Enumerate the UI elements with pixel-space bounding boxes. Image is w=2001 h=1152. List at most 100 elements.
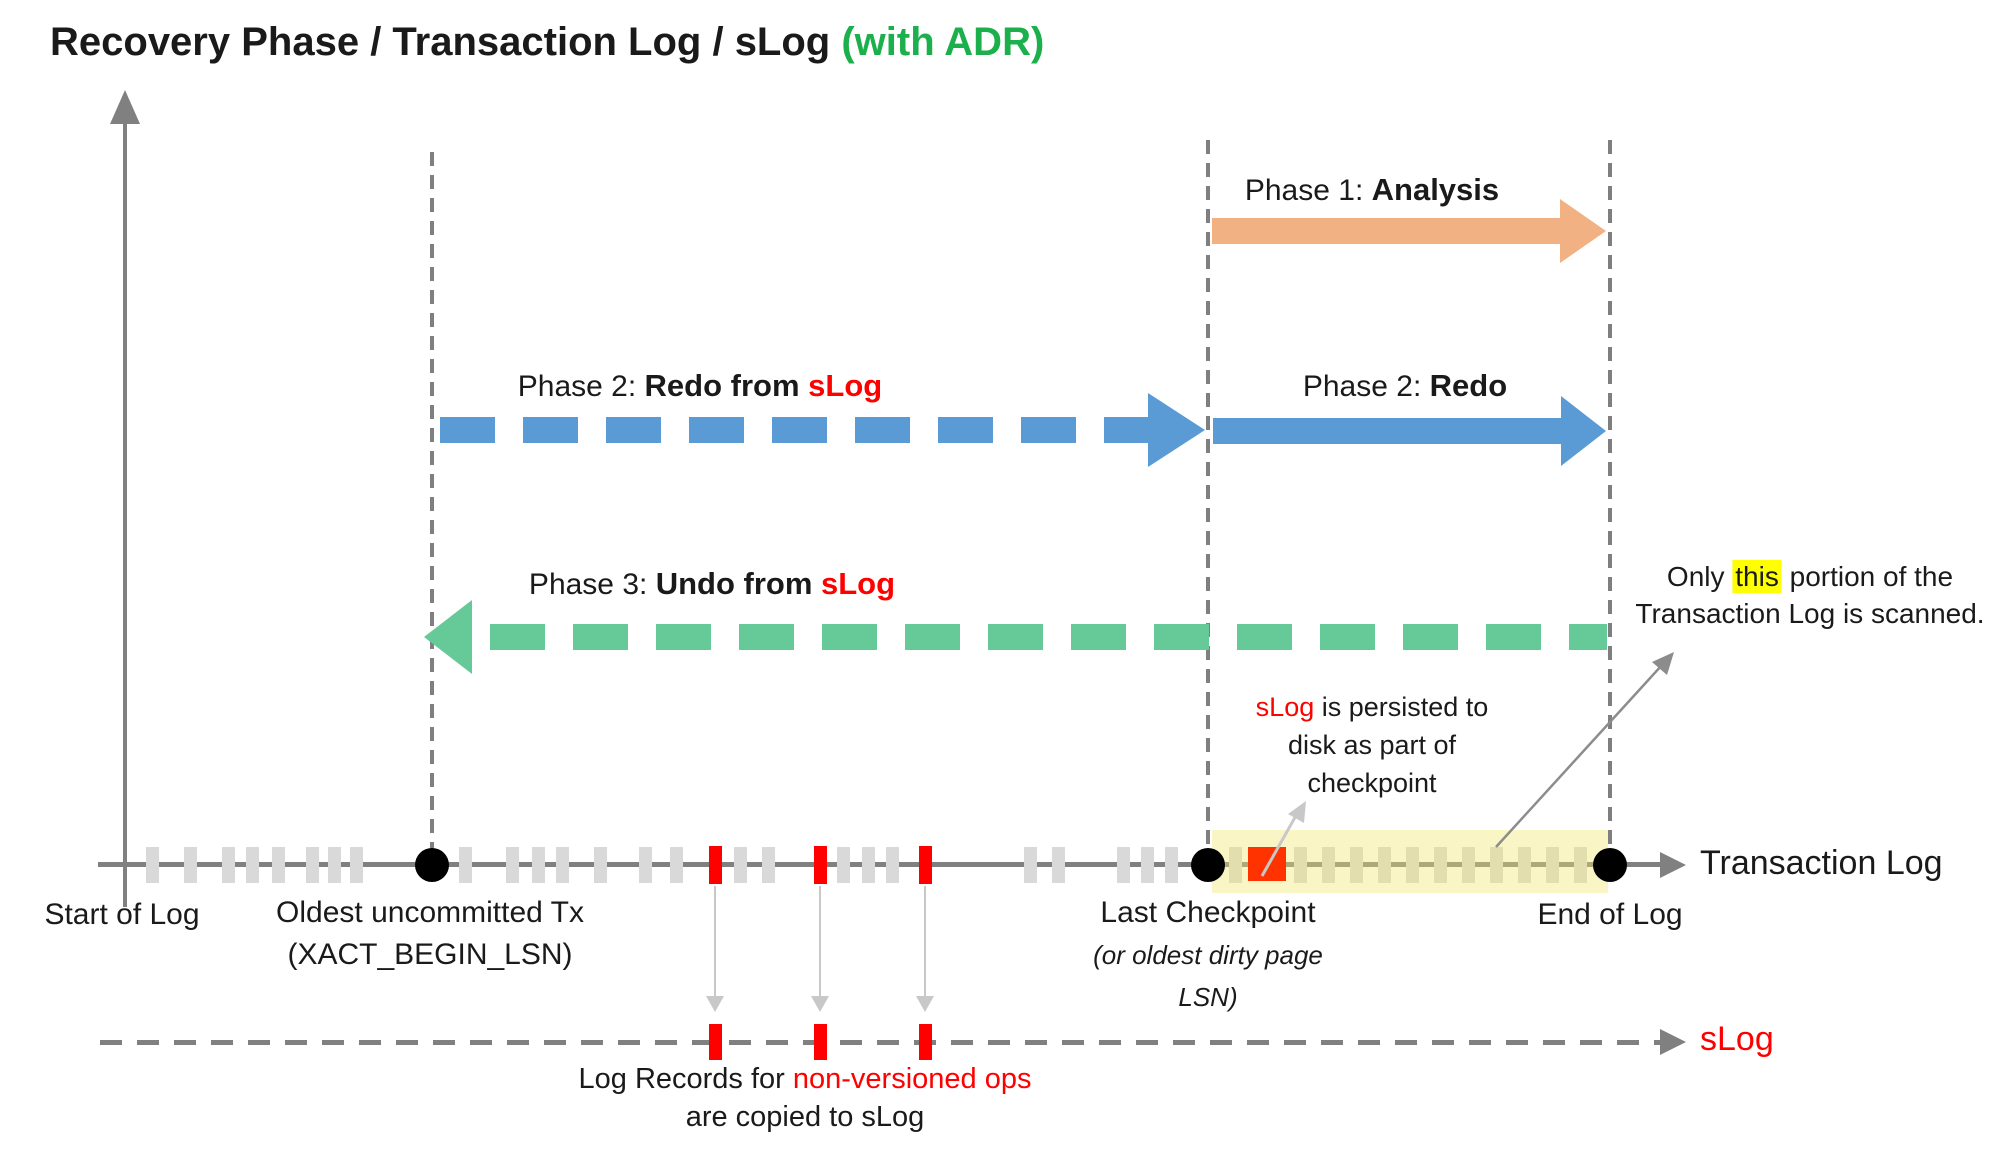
phase1-prefix: Phase 1:: [1244, 174, 1372, 207]
log-record-tick: [1024, 847, 1037, 883]
persist-slog-word: sLog: [1255, 692, 1315, 722]
phase2s-slog: sLog: [808, 368, 883, 403]
checkpoint-line1: Last Checkpoint: [1100, 896, 1316, 929]
scanned-line2: Transaction Log is scanned.: [1635, 598, 1985, 629]
phase3-name: Undo from: [655, 566, 822, 601]
phase1-arrowhead-icon: [1560, 199, 1606, 263]
vertical-axis-line: [123, 122, 127, 907]
phase2-redo-from-slog-arrowhead-icon: [1148, 393, 1205, 467]
dashed-line-last-checkpoint: [1206, 140, 1210, 865]
scanned-highlight-word: this: [1732, 560, 1782, 593]
transaction-log-arrowhead-icon: [1660, 852, 1686, 878]
oldest-uncommitted-tx-label: Oldest uncommitted Tx (XACT_BEGIN_LSN): [276, 892, 584, 976]
log-record-tick: [639, 847, 652, 883]
dashed-line-oldest-tx: [430, 152, 434, 865]
end-of-log-dot: [1593, 848, 1627, 882]
log-record-tick: [1350, 847, 1363, 883]
oldest-tx-dot: [415, 848, 449, 882]
transaction-log-axis-label: Transaction Log: [1700, 844, 1943, 882]
log-record-tick: [1406, 847, 1419, 883]
slog-axis-label: sLog: [1700, 1020, 1774, 1058]
oldest-line1: Oldest uncommitted Tx: [276, 896, 584, 929]
slog-copied-record-tick: [814, 1024, 827, 1060]
phase3-undo-arrowhead-icon: [424, 600, 472, 674]
oldest-line2: (XACT_BEGIN_LSN): [287, 938, 573, 971]
non-versioned-op-tick: [814, 846, 827, 884]
title-adr-suffix: (with ADR): [841, 20, 1045, 64]
persist-line3: checkpoint: [1307, 768, 1437, 798]
log-record-tick: [1462, 847, 1475, 883]
log-record-tick: [886, 847, 899, 883]
copy-to-slog-arrow-line: [819, 886, 821, 998]
phase2-redo-from-slog-arrow: [440, 417, 1148, 443]
log-record-tick: [1546, 847, 1559, 883]
phase1-name: Analysis: [1371, 172, 1500, 207]
checkpoint-line2: (or oldest dirty page: [1093, 940, 1323, 970]
slog-persist-annotation: sLog is persisted to disk as part of che…: [1256, 688, 1489, 802]
slog-arrowhead-icon: [1660, 1029, 1686, 1055]
end-of-log-label: End of Log: [1537, 898, 1683, 931]
log-record-tick: [1490, 847, 1503, 883]
log-record-tick: [1434, 847, 1447, 883]
page-title: Recovery Phase / Transaction Log / sLog …: [50, 20, 1044, 65]
phase3-label: Phase 3: Undo from sLog: [529, 566, 895, 602]
vertical-axis-arrowhead-icon: [110, 90, 140, 124]
persist-line2: disk as part of: [1287, 730, 1457, 760]
log-record-tick: [272, 847, 285, 883]
phase2s-name: Redo from: [644, 368, 809, 403]
non-versioned-op-tick: [709, 846, 722, 884]
log-record-tick: [556, 847, 569, 883]
title-main: Recovery Phase / Transaction Log / sLog: [50, 20, 842, 64]
log-record-tick: [837, 847, 850, 883]
copied-pre: Log Records for: [578, 1063, 793, 1095]
phase2-redo-arrowhead-icon: [1561, 396, 1606, 466]
copied-line2: are copied to sLog: [685, 1101, 925, 1133]
last-checkpoint-label: Last Checkpoint (or oldest dirty page LS…: [1093, 892, 1323, 1018]
log-record-tick: [146, 847, 159, 883]
checkpoint-slog-persist-marker: [1248, 847, 1286, 881]
scanned-pre: Only: [1666, 561, 1733, 592]
log-record-tick: [328, 847, 341, 883]
log-record-tick: [459, 847, 472, 883]
log-record-tick: [670, 847, 683, 883]
slog-copied-record-tick: [919, 1024, 932, 1060]
log-record-tick: [184, 847, 197, 883]
scanned-portion-annotation: Only this portion of the Transaction Log…: [1635, 558, 1985, 632]
slog-copied-record-tick: [709, 1024, 722, 1060]
copy-to-slog-arrowhead-icon: [706, 996, 724, 1012]
phase2s-prefix: Phase 2:: [517, 370, 645, 403]
copy-to-slog-arrow-line: [924, 886, 926, 998]
copy-to-slog-arrowhead-icon: [811, 996, 829, 1012]
log-record-tick: [222, 847, 235, 883]
log-record-tick: [762, 847, 775, 883]
log-record-tick: [1574, 847, 1587, 883]
dashed-line-end-of-log: [1608, 140, 1612, 865]
phase2-label: Phase 2: Redo: [1303, 368, 1507, 404]
copy-to-slog-arrowhead-icon: [916, 996, 934, 1012]
copied-red-words: non-versioned ops: [792, 1063, 1032, 1095]
log-record-tick: [1141, 847, 1154, 883]
slog-line: [100, 1040, 1660, 1045]
transaction-log-line: [98, 862, 1660, 867]
phase3-undo-from-slog-arrow: [490, 624, 1607, 650]
copied-records-annotation: Log Records for non-versioned ops are co…: [579, 1060, 1032, 1136]
log-record-tick: [594, 847, 607, 883]
phase1-analysis-arrow: [1212, 218, 1560, 244]
log-record-tick: [1229, 847, 1242, 883]
phase2-redo-arrow: [1213, 418, 1561, 444]
copy-to-slog-arrow-line: [714, 886, 716, 998]
persist-rest1: is persisted to: [1314, 692, 1489, 722]
phase3-slog: sLog: [821, 566, 896, 601]
log-record-tick: [532, 847, 545, 883]
log-record-tick: [1165, 847, 1178, 883]
phase1-label: Phase 1: Analysis: [1245, 172, 1499, 208]
start-of-log-label: Start of Log: [44, 898, 200, 931]
scanned-pointer-arrow: [1495, 652, 1674, 848]
phase2-name: Redo: [1429, 368, 1508, 403]
log-record-tick: [246, 847, 259, 883]
log-record-tick: [1052, 847, 1065, 883]
phase2-from-slog-label: Phase 2: Redo from sLog: [518, 368, 882, 404]
last-checkpoint-dot: [1191, 848, 1225, 882]
phase2-prefix: Phase 2:: [1302, 370, 1430, 403]
